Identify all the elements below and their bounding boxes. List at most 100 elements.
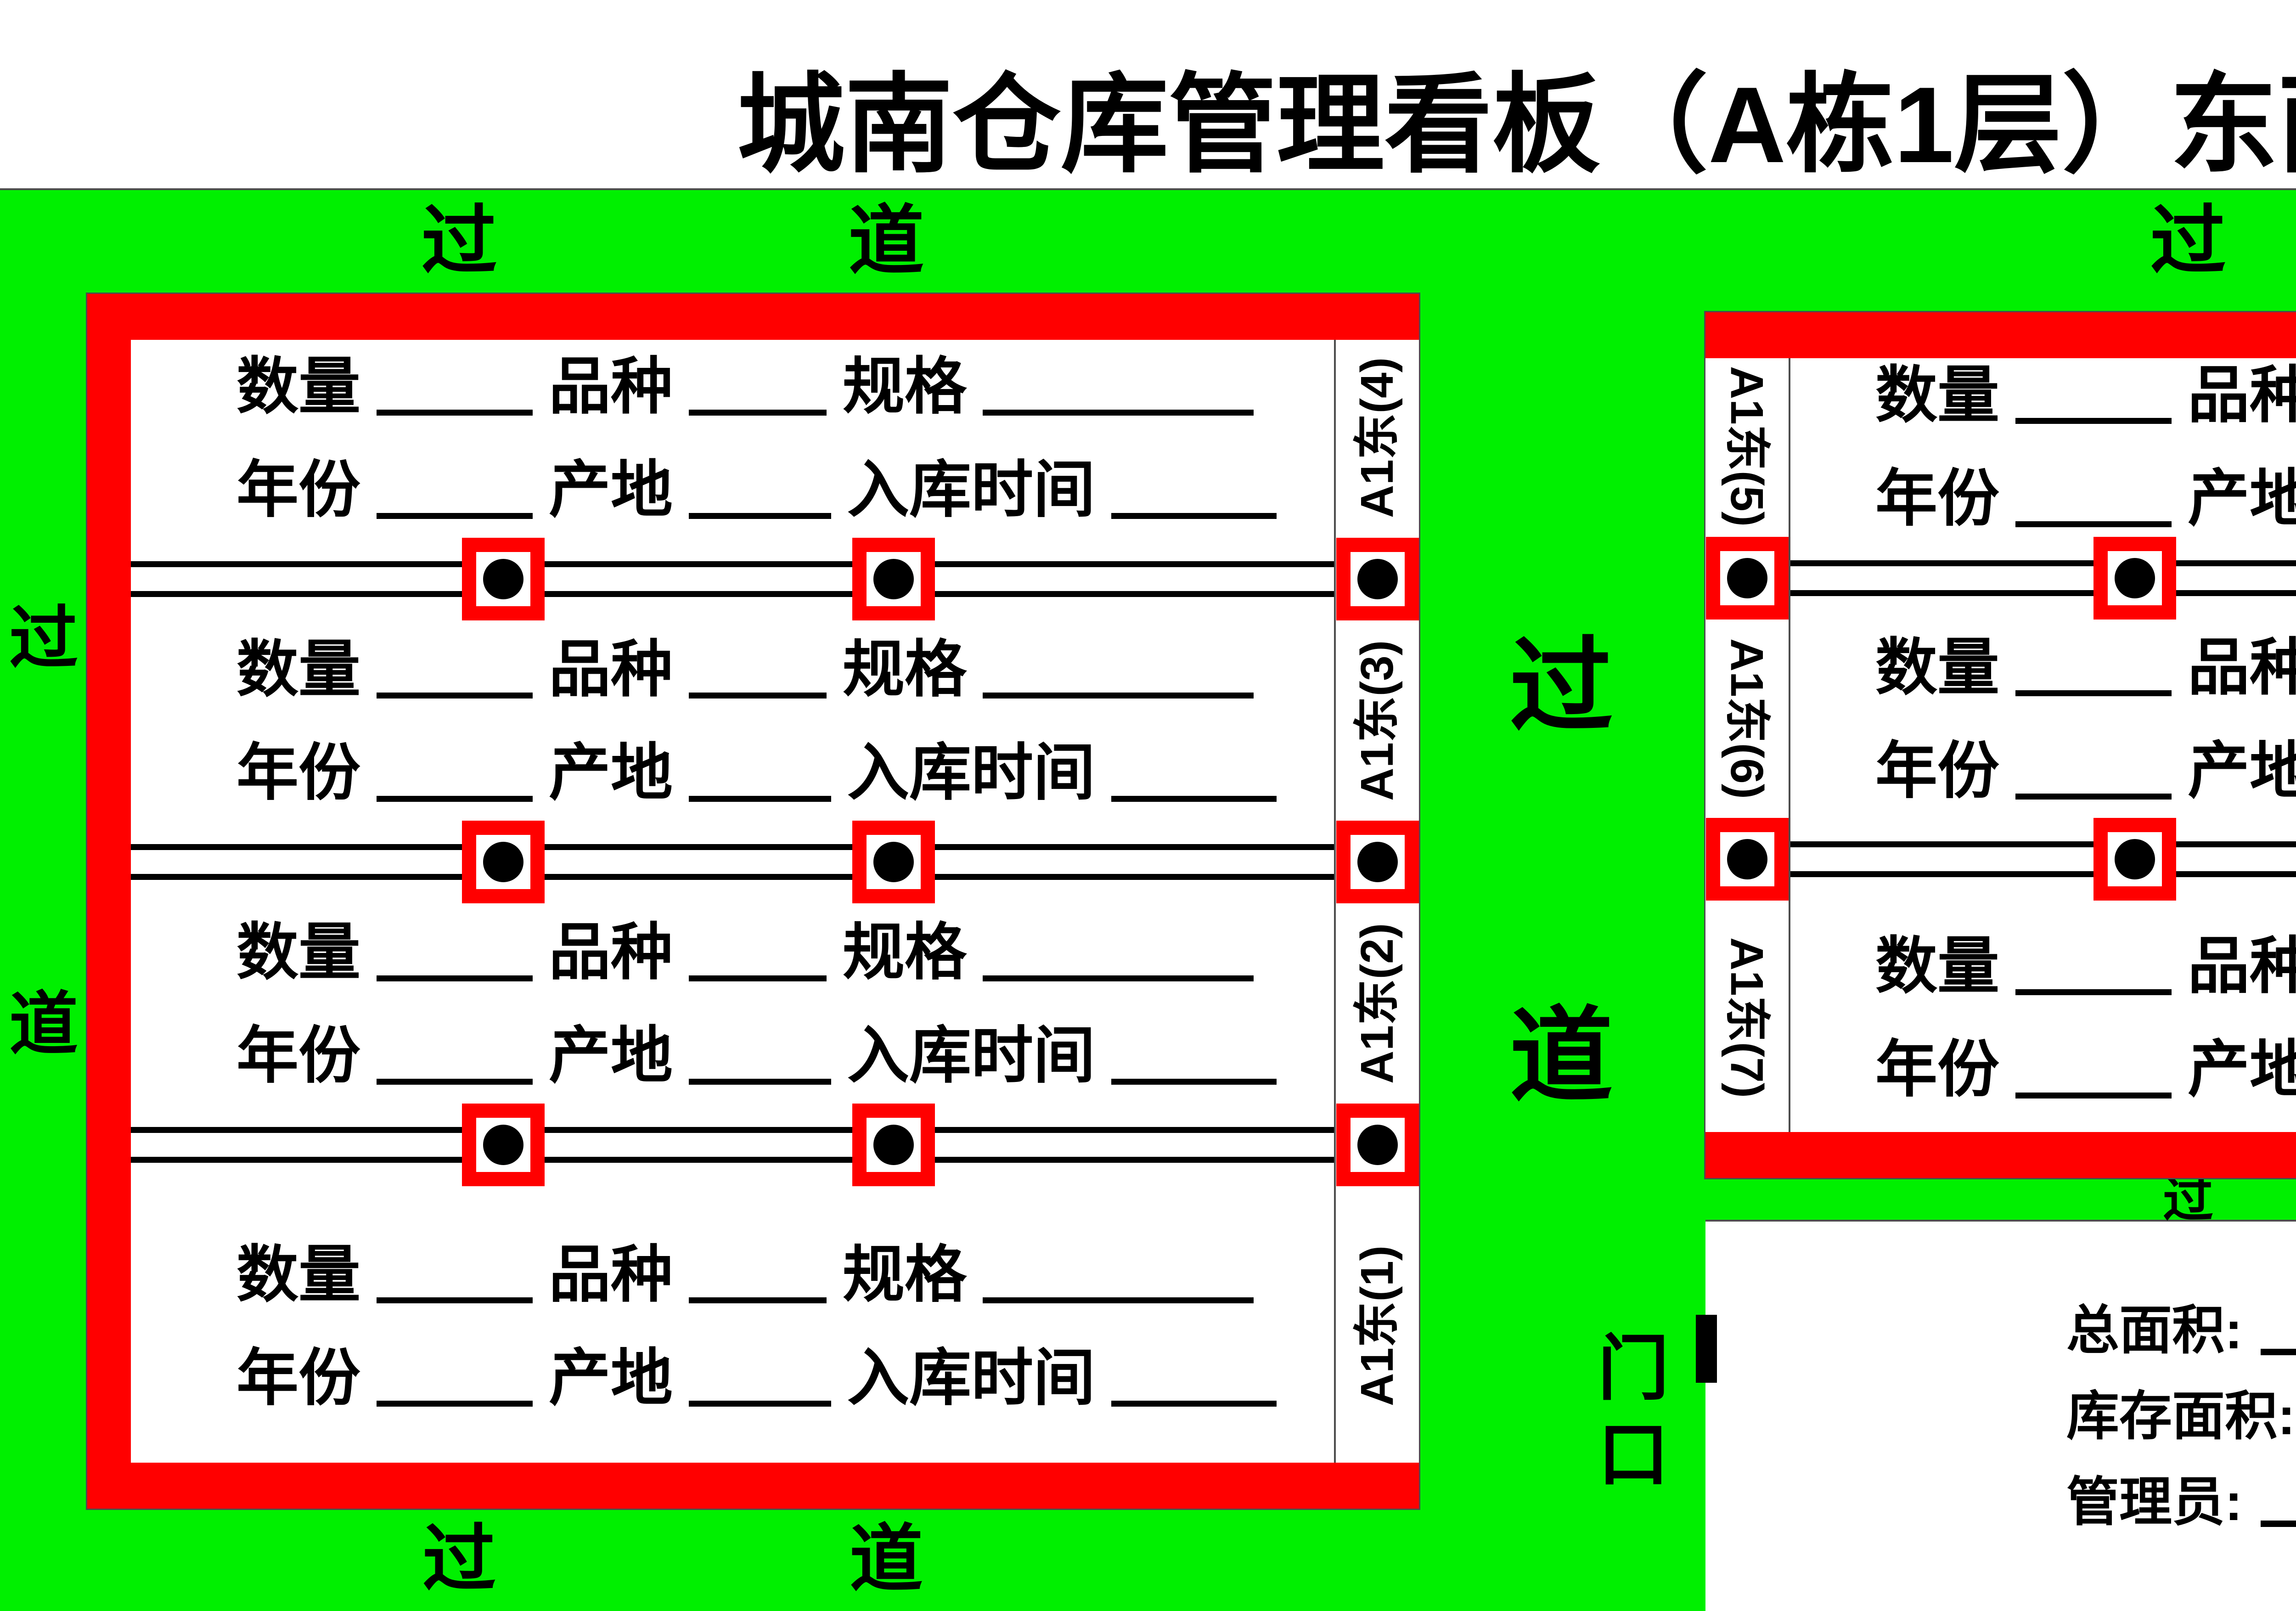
fill-in-line: [377, 795, 533, 802]
fill-in-line: [689, 1297, 827, 1304]
fill-in-line: [1111, 1078, 1277, 1085]
shelf-panel-left: 数量 品种 规格 年份 产地 入库时间: [86, 293, 1420, 1510]
shelf-row-group: 数量 品种 规格 年份 产地 入库时间: [131, 340, 1334, 535]
field-label-variety: 品种: [2188, 931, 2296, 1001]
field-line-a: 数量 品种 规格: [1875, 934, 2296, 998]
pallet-marker: [852, 1104, 935, 1187]
pallet-marker: [1336, 538, 1419, 621]
slot-label-cell: A1东(2): [1336, 906, 1419, 1101]
slot-label-column-left-panel: A1东(4) A1东(3) A1东(2) A1东(1): [1334, 340, 1419, 1463]
field-label-storage-time: 入库时间: [847, 455, 1095, 524]
fill-in-line: [377, 1401, 533, 1407]
aisle-label-left-edge-1: 过: [9, 600, 79, 677]
fill-in-line: [2015, 690, 2172, 697]
slot-label-column-right-panel: A1东(5) A1东(6) A1东(7): [1705, 358, 1790, 1132]
fill-in-line: [377, 692, 533, 698]
aisle-label-top-left-2: 道: [848, 198, 924, 283]
field-label-variety: 品种: [549, 351, 673, 421]
field-line-b: 年份 产地 入库时间: [1875, 1037, 2296, 1101]
shelf-panel-right-form-area: 数量 品种 规格 年份 产地 入库时间: [1790, 358, 2296, 1132]
pallet-dot-icon: [1727, 558, 1767, 598]
slot-label-cell: A1东(5): [1705, 358, 1789, 535]
fill-in-line: [377, 513, 533, 519]
shelf-line: [131, 874, 1334, 880]
fill-in-line: [689, 795, 831, 802]
aisle-label-bottom-left-1: 过: [422, 1518, 496, 1600]
fill-in-line: [377, 409, 533, 416]
shelf-row-group: 数量 品种 规格 年份 产地 入库时间: [131, 623, 1334, 818]
info-row-stock-area: 库存面积:: [2066, 1390, 2296, 1443]
info-label-stock-area: 库存面积:: [2066, 1387, 2296, 1446]
field-label-spec: 规格: [843, 918, 967, 987]
fill-in-line: [689, 409, 827, 416]
shelf-row-group: 数量 品种 规格 年份 产地 入库时间: [1790, 358, 2296, 535]
field-label-spec: 规格: [843, 1239, 967, 1309]
field-line-a: 数量 品种 规格: [236, 920, 1334, 984]
field-line-b: 年份 产地 入库时间: [236, 1345, 1334, 1409]
fill-in-line: [983, 1297, 1254, 1304]
slot-label-cell: A1东(6): [1705, 622, 1789, 816]
aisle-label-top-left-1: 过: [421, 198, 497, 283]
pallet-marker: [1336, 1104, 1419, 1187]
info-row-total-area: 总面积:: [2066, 1304, 2296, 1357]
shelf-row-group: 数量 品种 规格 年份 产地 入库时间: [1790, 903, 2296, 1132]
pallet-marker: [852, 538, 935, 621]
field-label-quantity: 数量: [236, 1239, 360, 1309]
field-label-origin: 产地: [549, 738, 673, 808]
shelf-line: [1790, 841, 2296, 848]
field-label-origin: 产地: [549, 1343, 673, 1413]
shelf-line: [131, 1157, 1334, 1163]
shelf-panel-right: A1东(5) A1东(6) A1东(7) 数量 品种 规格 年份 产地: [1704, 311, 2296, 1179]
door-label-1: 门: [1598, 1329, 1669, 1408]
field-line-a: 数量 品种 规格: [1875, 362, 2296, 427]
pallet-marker: [462, 538, 545, 621]
shelf-line: [1790, 871, 2296, 878]
door-position-mark: [1696, 1315, 1717, 1383]
slot-separator: [1336, 818, 1419, 906]
field-line-a: 数量 品种 规格: [1875, 635, 2296, 699]
field-label-storage-time: 入库时间: [847, 738, 1095, 808]
shelf-row-group: 数量 品种 规格 年份 产地 入库时间: [1790, 622, 2296, 816]
shelf-separator: [1790, 535, 2296, 622]
pallet-dot-icon: [1727, 839, 1767, 880]
field-label-spec: 规格: [843, 351, 967, 421]
fill-in-line: [377, 975, 533, 981]
field-label-quantity: 数量: [236, 918, 360, 987]
field-label-year: 年份: [236, 455, 360, 524]
slot-label-cell: A1东(7): [1705, 903, 1789, 1132]
field-line-b: 年份 产地 入库时间: [236, 740, 1334, 805]
fill-in-line: [2015, 1093, 2172, 1099]
shelf-line: [1790, 560, 2296, 566]
slot-separator: [1336, 1101, 1419, 1189]
pallet-marker: [2093, 536, 2176, 620]
pallet-dot-icon: [1357, 1125, 1398, 1166]
slot-label: A1东(2): [1351, 923, 1403, 1084]
field-label-year: 年份: [1875, 1035, 1999, 1104]
field-label-quantity: 数量: [1875, 360, 1999, 430]
slot-label-cell: A1东(3): [1336, 623, 1419, 818]
pallet-marker: [1705, 818, 1789, 901]
slot-label-cell: A1东(1): [1336, 1189, 1419, 1463]
pallet-marker: [1705, 536, 1789, 620]
pallet-dot-icon: [483, 842, 523, 883]
pallet-marker: [462, 1104, 545, 1187]
field-label-origin: 产地: [549, 1021, 673, 1091]
fill-in-line: [689, 1401, 831, 1407]
aisle-label-left-edge-2: 道: [9, 986, 79, 1063]
fill-in-line: [1111, 795, 1277, 802]
field-line-a: 数量 品种 规格: [236, 354, 1334, 418]
field-label-year: 年份: [236, 1343, 360, 1413]
shelf-row-group: 数量 品种 规格 年份 产地 入库时间: [131, 906, 1334, 1101]
fill-in-line: [1111, 1401, 1277, 1407]
fill-in-line: [983, 409, 1254, 416]
field-label-storage-time: 入库时间: [847, 1343, 1095, 1413]
aisle-label-top-right-1: 过: [2150, 198, 2226, 283]
aisle-label-middle-2: 道: [1509, 998, 1613, 1114]
field-line-b: 年份 产地 入库时间: [1875, 466, 2296, 530]
pallet-dot-icon: [1357, 559, 1398, 600]
fill-in-line: [377, 1297, 533, 1304]
slot-separator: [1705, 535, 1789, 622]
fill-in-line: [2015, 418, 2172, 424]
fill-in-line: [2261, 1349, 2296, 1355]
